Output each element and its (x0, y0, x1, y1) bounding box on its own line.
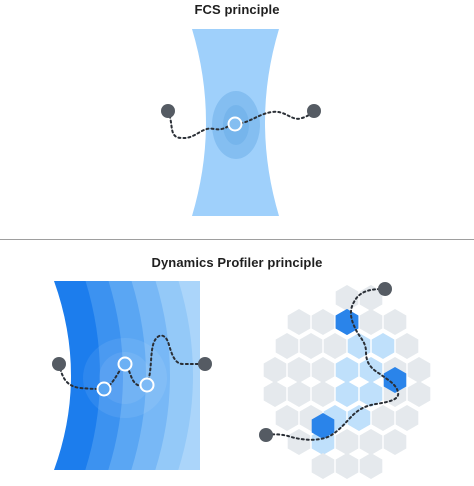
detector-hex (395, 333, 419, 359)
beam-focal-halo (83, 338, 167, 418)
dp-beam-particle-end (198, 357, 212, 371)
detector-hex (407, 381, 431, 407)
fcs-particle-end (307, 104, 321, 118)
detector-hex (299, 333, 323, 359)
dp-beam-particle-3 (139, 377, 155, 393)
detector-hex (287, 357, 311, 383)
detector-hex (275, 333, 299, 359)
detector-hex (263, 381, 287, 407)
detector-hex (287, 309, 311, 335)
detector-hex (335, 429, 359, 455)
section-divider (0, 239, 474, 240)
detector-hex-array (259, 282, 431, 479)
detector-hex (359, 429, 383, 455)
dp-beam-particle-2 (117, 356, 133, 372)
detector-hex-partial (359, 357, 383, 383)
detector-hex (287, 429, 311, 455)
fcs-principle-title: FCS principle (194, 2, 280, 17)
dp-detector-particle-start (259, 428, 273, 442)
detector-hex (383, 429, 407, 455)
detector-hex-active (335, 309, 359, 335)
detector-hex (335, 285, 359, 311)
detector-hex (335, 453, 359, 479)
dynamics-profiler-beam-diagram (52, 281, 212, 470)
dp-beam-particle-start (52, 357, 66, 371)
detector-hex (359, 453, 383, 479)
beam-focal-halo-inner (99, 352, 151, 404)
detector-hex (407, 357, 431, 383)
detector-hex (383, 309, 407, 335)
detector-hex-partial (335, 381, 359, 407)
dynamics-profiler-principle-title: Dynamics Profiler principle (151, 255, 323, 270)
dp-detector-diffusion-path (265, 288, 400, 441)
detector-hex (287, 381, 311, 407)
fcs-particle-start (161, 104, 175, 118)
beam-layer-6 (175, 281, 200, 470)
fcs-diagram (161, 29, 321, 216)
detector-hex (395, 405, 419, 431)
dp-detector-particle-end (378, 282, 392, 296)
detector-hex (311, 453, 335, 479)
detector-hex (263, 357, 287, 383)
detector-hex (371, 405, 395, 431)
detector-hex (311, 309, 335, 335)
detector-hex-partial (371, 333, 395, 359)
detector-hex (311, 381, 335, 407)
detector-hex (359, 309, 383, 335)
detector-hex-partial (335, 357, 359, 383)
fcs-particle-in-focus (227, 116, 243, 132)
detector-hex (323, 333, 347, 359)
detector-hex (311, 357, 335, 383)
beam-layer-5 (152, 281, 200, 470)
detector-hex (275, 405, 299, 431)
dp-beam-particle-1 (96, 381, 112, 397)
